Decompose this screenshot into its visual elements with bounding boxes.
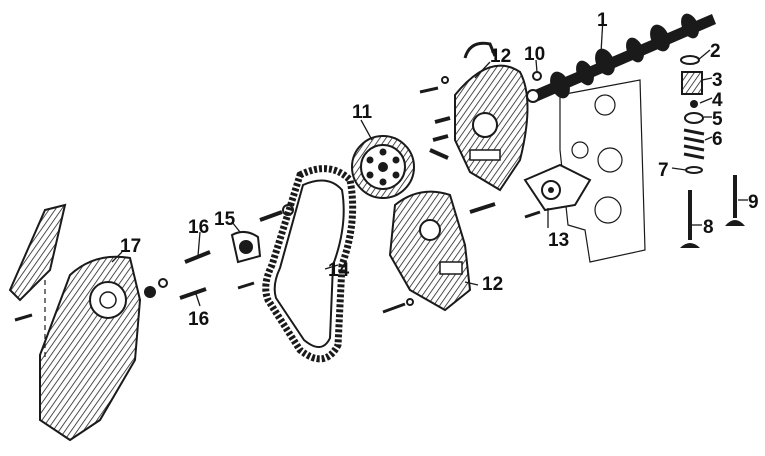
callout-3: 3 bbox=[712, 70, 723, 91]
callout-1: 1 bbox=[597, 10, 608, 31]
nut-part bbox=[532, 71, 542, 81]
callout-6: 6 bbox=[712, 129, 723, 150]
callout-8: 8 bbox=[703, 217, 714, 238]
stud bbox=[469, 202, 496, 214]
callout-labels: 1 2 3 4 5 6 7 8 9 10 11 12 12 13 14 15 1… bbox=[120, 10, 759, 330]
callout-7: 7 bbox=[658, 160, 669, 181]
callout-16-lower: 16 bbox=[188, 309, 209, 330]
left-cover-bolt bbox=[14, 313, 33, 322]
callout-10: 10 bbox=[524, 44, 545, 65]
valve-collet bbox=[690, 100, 698, 108]
breather-pipe bbox=[463, 41, 497, 59]
callout-13: 13 bbox=[548, 230, 569, 251]
rear-timing-cover bbox=[454, 64, 529, 192]
tensioner-washer bbox=[282, 204, 294, 216]
cylinder-head-block bbox=[559, 79, 646, 263]
lower-housing-bolt bbox=[382, 298, 414, 314]
callout-5: 5 bbox=[712, 109, 723, 130]
dowel bbox=[429, 148, 449, 160]
front-timing-cover bbox=[39, 255, 156, 442]
intake-valve bbox=[680, 190, 700, 248]
callout-9: 9 bbox=[748, 192, 759, 213]
left-cover-plate bbox=[8, 203, 67, 302]
callout-4: 4 bbox=[712, 90, 723, 111]
lower-housing bbox=[388, 190, 472, 312]
callout-12-upper: 12 bbox=[490, 46, 511, 67]
valve-spring bbox=[683, 128, 705, 160]
camshaft bbox=[526, 13, 716, 103]
timing-belt bbox=[262, 165, 357, 363]
valve-cap bbox=[680, 55, 700, 65]
flange-housing bbox=[523, 163, 592, 212]
upper-cover-bolts bbox=[419, 76, 451, 142]
callout-11: 11 bbox=[352, 102, 373, 123]
flange-bolt bbox=[524, 210, 541, 219]
callout-2: 2 bbox=[710, 41, 721, 62]
valve-seat-washer bbox=[685, 166, 703, 174]
tensioner-bolt bbox=[259, 210, 283, 222]
timing-belt-inner bbox=[273, 179, 345, 348]
callout-12-lower: 12 bbox=[482, 274, 503, 295]
valve-bucket bbox=[681, 71, 703, 95]
camshaft-sprocket bbox=[351, 135, 415, 199]
callout-17: 17 bbox=[120, 236, 141, 257]
exhaust-valve bbox=[725, 175, 745, 226]
stud-lower bbox=[179, 287, 207, 300]
belt-tensioner bbox=[230, 231, 262, 264]
stud-upper bbox=[184, 250, 211, 264]
leader-lines bbox=[111, 17, 748, 307]
washer bbox=[158, 278, 168, 288]
valve-retainer bbox=[684, 112, 704, 124]
callout-14: 14 bbox=[328, 260, 350, 281]
callout-16-upper: 16 bbox=[188, 217, 209, 238]
tensioner-lower-bolt bbox=[237, 281, 255, 290]
callout-15: 15 bbox=[214, 209, 236, 230]
